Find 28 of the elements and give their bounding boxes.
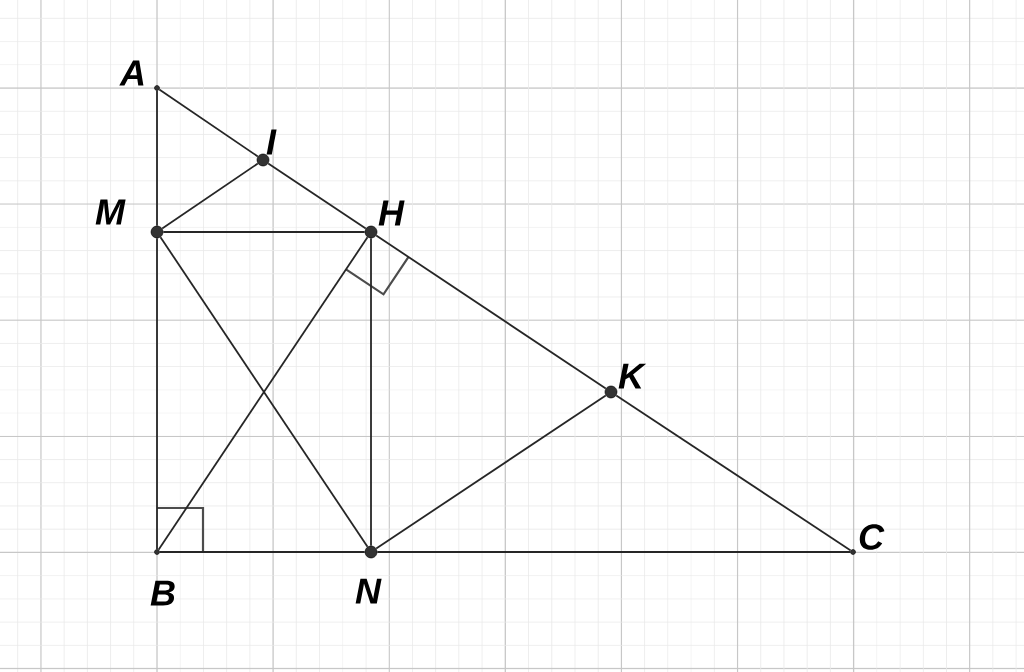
segment <box>156 89 158 227</box>
node-label: B <box>150 580 175 606</box>
point: B <box>150 549 175 606</box>
node-label: I <box>266 129 277 155</box>
node-label: H <box>378 200 405 226</box>
segment <box>158 551 366 553</box>
node-label: N <box>355 578 382 604</box>
segment <box>162 231 366 233</box>
segment <box>161 162 259 230</box>
node-label: A <box>119 60 144 86</box>
point: C <box>850 524 885 555</box>
segment <box>267 162 367 230</box>
point: M <box>95 199 164 239</box>
segment <box>375 394 607 550</box>
segment <box>615 394 852 552</box>
point: K <box>604 363 647 399</box>
point: N <box>355 545 382 604</box>
point: I <box>256 129 277 167</box>
point: H <box>364 200 405 239</box>
segment <box>156 237 158 551</box>
segment <box>375 234 607 390</box>
segment <box>158 88 259 158</box>
point: A <box>119 60 160 91</box>
segment <box>370 237 372 547</box>
node-label: C <box>859 524 885 550</box>
segment <box>376 551 852 553</box>
node-label: K <box>618 363 647 389</box>
node-label: M <box>95 199 126 225</box>
